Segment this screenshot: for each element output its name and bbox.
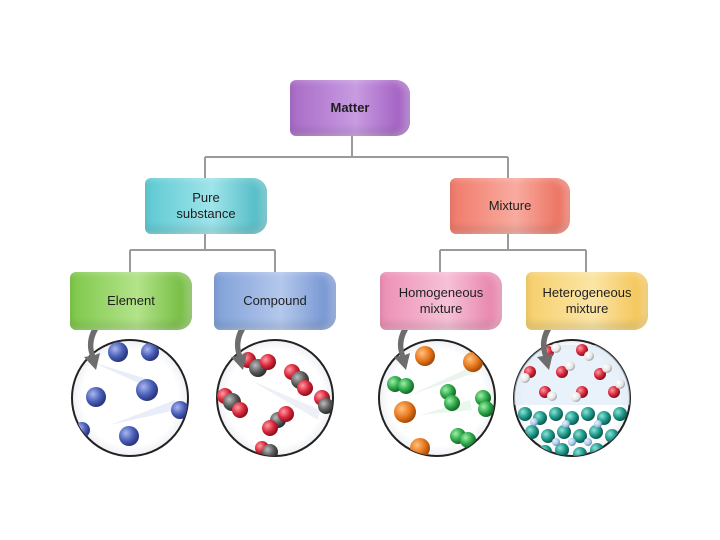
homogeneous-mixture-label: Homogeneous mixture xyxy=(398,285,484,316)
green-molecule xyxy=(450,428,476,448)
co2-molecule xyxy=(217,388,248,418)
co2-molecule xyxy=(255,441,278,456)
pure-substance-box: Pure substance xyxy=(145,178,267,234)
matter-box: Matter xyxy=(290,80,410,136)
compound-label: Compound xyxy=(243,293,307,308)
water-molecule xyxy=(608,379,625,398)
pure-substance-label: Pure substance xyxy=(176,190,236,221)
orange-particle xyxy=(394,401,416,423)
element-atom xyxy=(136,379,158,401)
matter-label: Matter xyxy=(330,100,370,115)
heterogeneous-particle-view xyxy=(513,339,631,457)
tree-connectors xyxy=(129,136,587,272)
orange-particle xyxy=(410,438,430,456)
mixture-box: Mixture xyxy=(450,178,570,234)
curved-arrow-icon xyxy=(231,324,247,370)
compound-box: Compound xyxy=(214,272,336,330)
mixture-label: Mixture xyxy=(488,198,532,213)
curved-arrow-icon xyxy=(394,324,410,370)
element-atom xyxy=(119,426,139,446)
green-molecule xyxy=(475,390,494,417)
co2-molecule xyxy=(314,390,333,414)
compound-particle-view xyxy=(216,339,334,457)
element-atom xyxy=(108,342,128,362)
green-molecule xyxy=(387,376,414,394)
element-atom xyxy=(86,387,106,407)
curved-arrow-icon xyxy=(84,324,100,370)
element-box: Element xyxy=(70,272,192,330)
water-molecule xyxy=(520,366,536,383)
element-label: Element xyxy=(107,293,155,308)
co2-molecule xyxy=(284,364,313,396)
orange-particle xyxy=(415,346,435,366)
water-molecule xyxy=(594,363,612,380)
orange-particle xyxy=(463,352,483,372)
water-molecule xyxy=(556,361,575,378)
heterogeneous-mixture-label: Heterogeneous mixture xyxy=(542,285,632,316)
homogeneous-mixture-box: Homogeneous mixture xyxy=(380,272,502,330)
curved-arrow-icon xyxy=(537,324,553,370)
element-particle-view xyxy=(71,339,189,457)
element-atom xyxy=(74,422,90,438)
green-molecule xyxy=(440,384,460,411)
element-atom xyxy=(141,343,159,361)
water-molecule xyxy=(539,386,557,401)
element-atom xyxy=(171,401,188,419)
water-molecule xyxy=(576,344,594,361)
co2-molecule xyxy=(262,406,294,436)
heterogeneous-mixture-box: Heterogeneous mixture xyxy=(526,272,648,330)
water-molecule xyxy=(571,386,588,402)
